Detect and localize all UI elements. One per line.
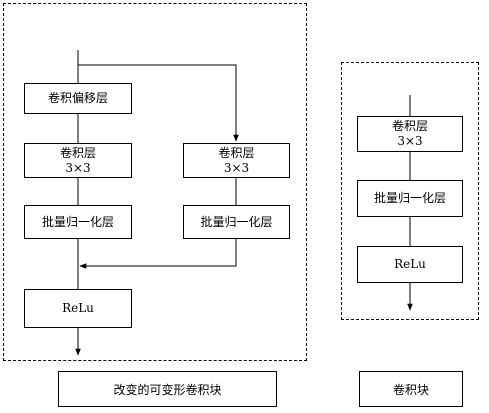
relu-box: ReLu (24, 289, 132, 328)
deformable-block-frame (3, 3, 307, 361)
right-conv-label: 卷积层 (391, 119, 428, 133)
branch-arrow (78, 64, 239, 142)
right-relu-label: ReLu (394, 257, 426, 271)
side-conv-kernel: 3×3 (223, 160, 250, 175)
merge-arrow (79, 239, 237, 269)
main-conv-label: 卷积层 (59, 145, 96, 160)
main-conv-kernel: 3×3 (65, 160, 91, 175)
main-bn-label: 批量归一化层 (41, 214, 114, 229)
right-bn-box: 批量归一化层 (357, 180, 463, 217)
offset-layer-label: 卷积偏移层 (47, 91, 108, 105)
main-conv-box: 卷积层 3×3 (24, 143, 132, 178)
side-conv-box: 卷积层 3×3 (183, 143, 290, 178)
right-bn-label: 批量归一化层 (373, 191, 446, 205)
conv-block-frame (341, 62, 479, 320)
main-bn-box: 批量归一化层 (24, 205, 132, 239)
deformable-block-caption: 改变的可变形卷积块 (58, 371, 277, 407)
right-relu-box: ReLu (357, 246, 463, 283)
right-conv-box: 卷积层 3×3 (357, 116, 463, 152)
conv-block-caption: 卷积块 (359, 371, 463, 407)
side-bn-box: 批量归一化层 (183, 205, 290, 239)
conv-block-caption-text: 卷积块 (392, 382, 429, 397)
offset-layer-box: 卷积偏移层 (24, 83, 132, 114)
right-conv-kernel: 3×3 (397, 134, 423, 148)
deformable-block-caption-text: 改变的可变形卷积块 (113, 382, 222, 397)
side-conv-label: 卷积层 (218, 145, 255, 160)
side-bn-label: 批量归一化层 (200, 214, 273, 229)
relu-label: ReLu (62, 301, 94, 315)
